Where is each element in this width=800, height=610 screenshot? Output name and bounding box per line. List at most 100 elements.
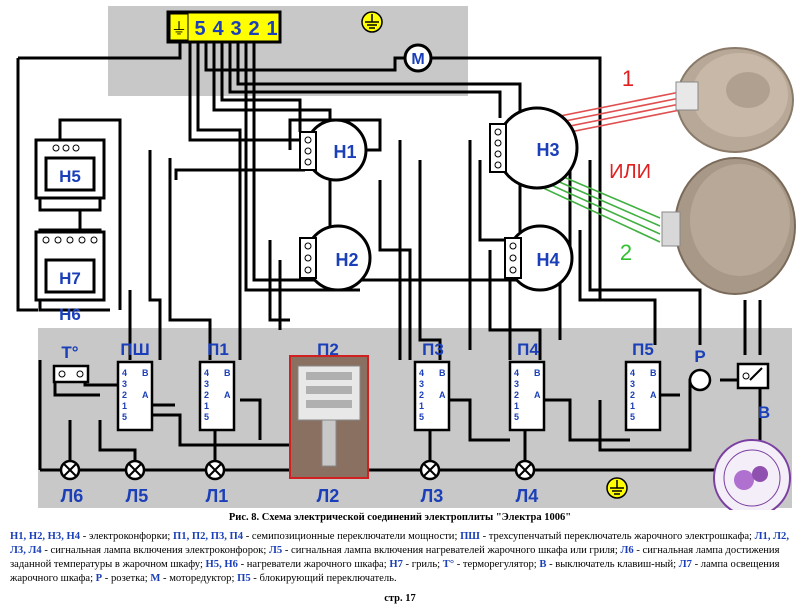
socket: Р [688,347,712,392]
burner-h4-label: Н4 [536,250,559,270]
watermark-seal [713,439,791,510]
contact-3: 3 [419,379,424,389]
switch-p3-label: П3 [422,340,444,359]
motor-label: M [411,51,424,68]
burner-h3: Н3 [489,106,579,190]
legend-key: Л1, Л2, Л3, Л4 [10,531,789,556]
heater-h5: Н5 [34,138,106,200]
switch-psh: ПШ 4 3 2 1 5 В А [116,340,154,432]
contact-4: 4 [514,368,519,378]
switch-p4-label: П4 [517,340,539,359]
or-label: ИЛИ [609,161,651,183]
legend-text: - сигнальная лампа включения нагревателе… [282,545,621,556]
terminal-5: 5 [194,18,205,40]
lamp-l2: Л2 [317,486,340,506]
ground-icon [606,477,628,499]
terminal-3: 3 [230,18,241,40]
lamp-l1-label: Л1 [206,486,229,506]
switch-psh-label: ПШ [120,340,149,359]
legend-text: - терморегулятор; [454,559,540,570]
contact-a: А [534,390,541,400]
lamp-l6: Л6 [59,459,84,506]
motor: M [403,43,433,73]
terminal-block: ⏚ 5 4 3 2 1 [166,10,282,44]
contact-a: А [650,390,657,400]
lamp-l6-label: Л6 [61,486,84,506]
figure-caption: Рис. 8. Схема электрической соединений э… [228,512,572,523]
contact-3: 3 [204,379,209,389]
contact-b: В [534,368,541,378]
contact-1: 1 [204,401,209,411]
contact-4: 4 [630,368,635,378]
legend-text: - сигнальная лампа достижения заданной т… [10,545,780,570]
lamp-l5: Л5 [124,459,149,506]
contact-3: 3 [630,379,635,389]
contact-b: В [142,368,149,378]
contact-5: 5 [419,412,424,422]
switch-p4: П4 4 3 2 1 5 В А [508,340,546,432]
wiring-diagram: ⏚ 5 4 3 2 1 M Н1 Н2 [16,6,796,510]
lamp-l4-label: Л4 [516,486,539,506]
contact-b: В [224,368,231,378]
contact-4: 4 [419,368,424,378]
switch-p2-label: П2 [317,340,339,359]
legend-key: Н5, Н6 [205,559,238,570]
burner-h2-label: Н2 [335,250,358,270]
lamp-l2-label: Л2 [317,486,340,506]
contact-2: 2 [514,390,519,400]
terminal-1: 1 [266,18,277,40]
switch-p1: П1 4 3 2 1 5 В А [198,340,236,432]
legend: Н1, Н2, Н3, Н4 - электроконфорки; П1, П2… [10,530,790,586]
burner-h1: Н1 [299,118,368,182]
variant-1-label: 1 [622,66,634,91]
switch-p2: П2 [289,340,369,479]
legend-text: - семипозиционные переключатели мощности… [243,531,461,542]
contact-3: 3 [514,379,519,389]
legend-key: Л7 [678,559,692,570]
legend-key: Н1, Н2, Н3, Н4 [10,531,81,542]
lamp-l3-label: Л3 [421,486,444,506]
burner-photo-1 [675,47,794,153]
legend-key: Р [95,573,103,584]
contact-3: 3 [122,379,127,389]
burner-h1-label: Н1 [333,142,356,162]
lamp-l4: Л4 [514,459,539,506]
heater-h6-label: Н6 [59,305,81,324]
legend-key: ПШ [460,531,480,542]
contact-a: А [142,390,149,400]
lamp-l1: Л1 [204,459,229,506]
lamp-l3: Л3 [419,459,444,506]
legend-key: Н7 [389,559,403,570]
legend-key: П5 [237,573,251,584]
lamp-l5-label: Л5 [126,486,149,506]
switch-p1-label: П1 [207,340,229,359]
legend-text: - выключатель клавиш-ный; [546,559,679,570]
ground-icon [361,11,383,33]
legend-text: - нагреватели жарочного шкафа; [237,559,390,570]
contact-5: 5 [122,412,127,422]
burner-h3-label: Н3 [536,140,559,160]
terminal-ground: ⏚ [171,19,187,38]
switch-p5: П5 4 3 2 1 5 В А [624,340,662,432]
contact-1: 1 [122,401,127,411]
contact-b: В [439,368,446,378]
legend-key: Л5 [269,545,283,556]
contact-4: 4 [122,368,127,378]
burner-h2: Н2 [299,224,372,292]
page-number: стр. 17 [384,593,416,604]
legend-key: П1, П2, П3, П4 [173,531,244,542]
legend-key: Л6 [620,545,634,556]
thermostat: Т° [52,343,90,384]
contact-2: 2 [122,390,127,400]
legend-text: - трехсупенчатый переключатель жарочного… [479,531,755,542]
legend-text: - моторедуктор; [160,573,238,584]
contact-b: В [650,368,657,378]
legend-text: - сигнальная лампа включения электроконф… [41,545,270,556]
key-switch-label: В [758,403,770,422]
key-switch: В [736,362,770,422]
legend-text: - розетка; [102,573,151,584]
contact-1: 1 [630,401,635,411]
legend-text: - гриль; [402,559,443,570]
legend-text: - лампа освещения жарочного шкафа; [10,559,780,584]
contact-5: 5 [514,412,519,422]
